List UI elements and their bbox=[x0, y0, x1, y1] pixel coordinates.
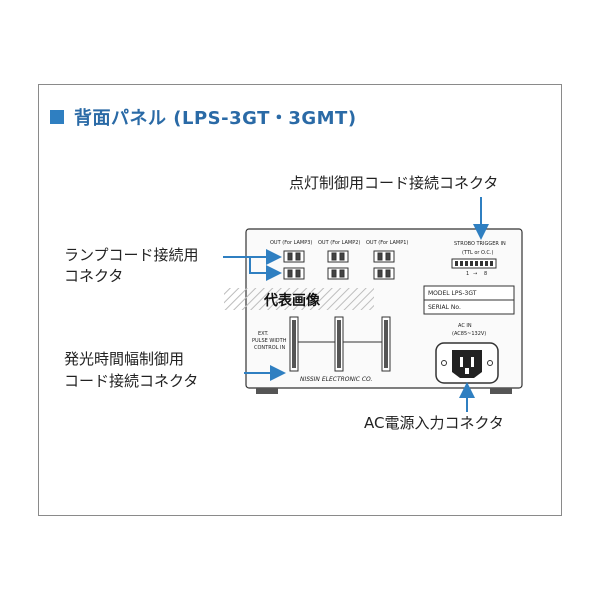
device-foot-right bbox=[490, 388, 512, 394]
serial-text: SERIAL No. bbox=[428, 304, 461, 311]
strobe-range-arrow: → bbox=[473, 271, 478, 277]
model-text: MODEL LPS-3GT bbox=[428, 290, 477, 297]
strobe-range-end: 8 bbox=[484, 271, 488, 277]
ac-in-text: AC IN bbox=[458, 323, 472, 329]
ac-range-text: (AC85~132V) bbox=[452, 331, 487, 337]
ac-connector-label: AC電源入力コネクタ bbox=[364, 414, 504, 432]
device-foot-left bbox=[256, 388, 278, 394]
ext-text-2: PULSE WIDTH bbox=[252, 338, 287, 344]
out-lamp2-text: OUT (For LAMP2) bbox=[318, 240, 361, 246]
section-title: 背面パネル (LPS-3GT・3GMT) bbox=[50, 104, 357, 130]
out-lamp1-text: OUT (For LAMP1) bbox=[366, 240, 409, 246]
representative-image-band bbox=[224, 288, 374, 310]
maker-text: NISSIN ELECTRONIC CO. bbox=[300, 376, 373, 383]
representative-image-label: 代表画像 bbox=[264, 293, 320, 309]
ext-text-1: EXT. bbox=[258, 331, 269, 337]
pulse-connector-label-1: 発光時間幅制御用 bbox=[64, 350, 185, 368]
strobe-connector bbox=[451, 258, 497, 269]
lamp-connector-label-2: コネクタ bbox=[64, 267, 124, 285]
strobe-trigger-text: STROBO TRIGGER IN bbox=[454, 241, 506, 247]
square-bullet-icon bbox=[50, 110, 64, 124]
callout-arrows bbox=[223, 197, 489, 412]
pulse-connector-label-2: コード接続コネクタ bbox=[64, 372, 199, 390]
lamp-connectors bbox=[283, 250, 395, 280]
strobe-range-start: 1 bbox=[466, 271, 470, 277]
title-text: 背面パネル (LPS-3GT・3GMT) bbox=[74, 108, 357, 129]
strobe-ttl-text: (TTL or O.C.) bbox=[462, 250, 494, 256]
lamp-connector-label-1: ランプコード接続用 bbox=[64, 246, 199, 264]
out-lamp3-text: OUT (For LAMP3) bbox=[270, 240, 313, 246]
ext-text-3: CONTROL IN bbox=[254, 345, 286, 351]
strobe-connector-label: 点灯制御用コード接続コネクタ bbox=[289, 174, 499, 192]
